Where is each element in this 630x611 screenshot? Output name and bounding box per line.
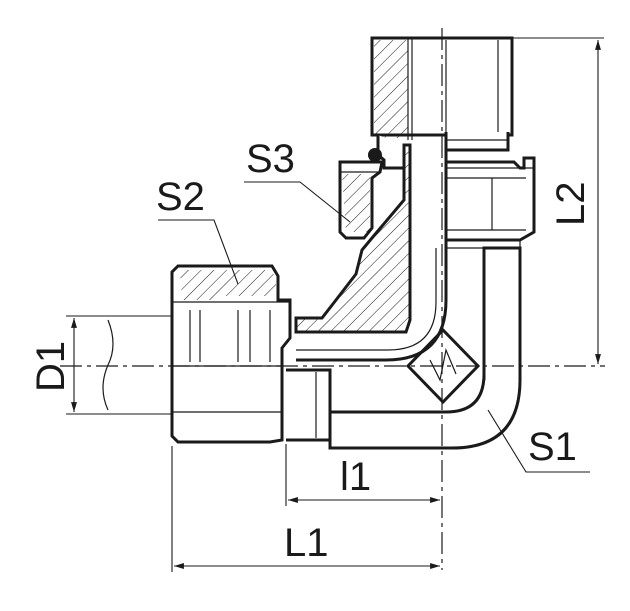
l2-label: L2 — [549, 182, 593, 227]
l-small-dimension — [285, 444, 440, 506]
l2-dimension — [512, 37, 604, 364]
stud-hex-nut — [444, 150, 536, 249]
l1-dimension — [171, 446, 440, 572]
s3-label: S3 — [246, 137, 295, 181]
l-small-label: l1 — [340, 455, 371, 499]
s2-label: S2 — [156, 175, 205, 219]
l1-label: L1 — [284, 521, 329, 565]
o-ring-icon — [368, 148, 382, 162]
leader-lines — [158, 181, 590, 473]
d1-label: D1 — [29, 341, 73, 392]
s1-label: S1 — [528, 425, 577, 469]
diamond-logo-icon — [405, 327, 481, 405]
female-swivel-end — [170, 264, 332, 444]
male-stud-end — [370, 36, 514, 170]
elbow-body — [294, 143, 522, 450]
seal-ring-s3 — [338, 160, 384, 240]
d1-dimension — [66, 315, 172, 415]
center-lines — [60, 28, 605, 570]
